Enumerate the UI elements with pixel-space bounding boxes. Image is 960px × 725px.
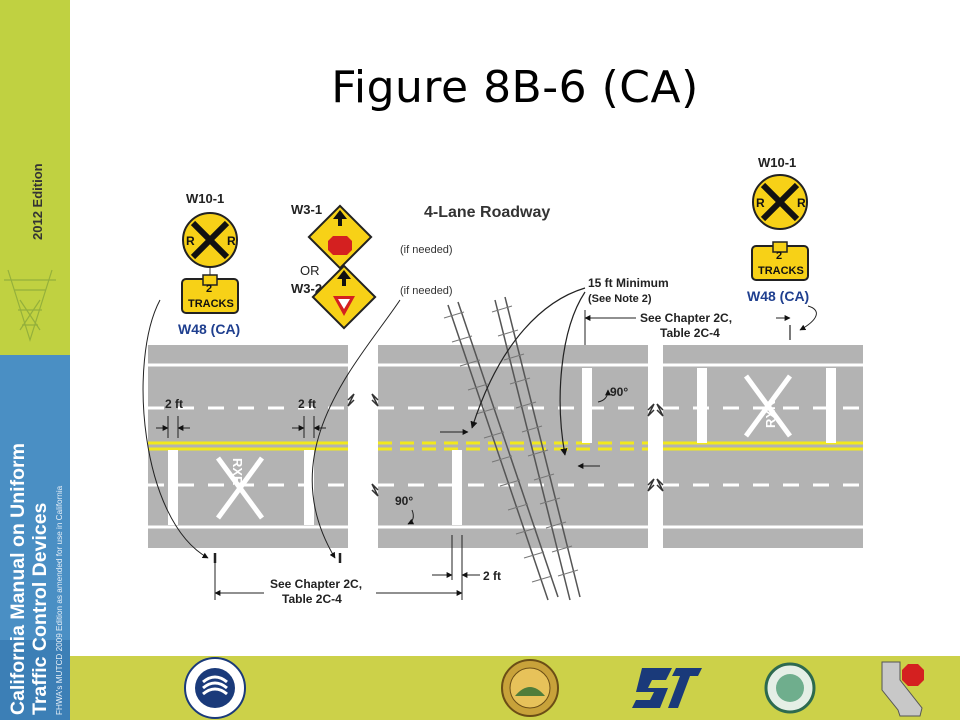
break-marks: [347, 393, 664, 497]
edition-label: 2012 Edition: [30, 163, 45, 240]
crossing-diagram: RXR: [142, 155, 863, 608]
svg-text:W10-1: W10-1: [186, 191, 224, 206]
diagram-heading: 4-Lane Roadway: [424, 204, 550, 221]
callout-chapter-bottom: See Chapter 2C, Table 2C-4: [142, 299, 463, 608]
svg-text:TRACKS: TRACKS: [758, 265, 804, 277]
roadway-middle: [378, 296, 648, 601]
footer-graphic: [70, 656, 960, 720]
svg-text:2 ft: 2 ft: [483, 569, 501, 583]
tower-graphic: [4, 269, 56, 343]
svg-text:90°: 90°: [395, 494, 413, 508]
sidebar-graphic: 2012 Edition California Manual on Unifor…: [0, 0, 70, 720]
svg-text:W48 (CA): W48 (CA): [747, 288, 809, 304]
sidebar: 2012 Edition California Manual on Unifor…: [0, 0, 70, 720]
california-stop-sign-icon: [881, 661, 924, 717]
pavement-marking-rxr-left: RXR: [230, 458, 245, 486]
sign-w10-1-right: W10-1 R R 2 TRACKS W48 (CA): [747, 155, 809, 304]
svg-text:15 ft Minimum: 15 ft Minimum: [588, 276, 669, 290]
svg-text:R: R: [227, 234, 236, 248]
regional-seal-icon: [764, 662, 816, 714]
svg-text:OR: OR: [300, 263, 320, 278]
svg-text:W48 (CA): W48 (CA): [178, 321, 240, 337]
callout-minimum: 15 ft Minimum (See Note 2): [470, 276, 669, 456]
svg-text:2 ft: 2 ft: [298, 397, 316, 411]
svg-text:W3-1: W3-1: [291, 202, 322, 217]
svg-text:2: 2: [776, 250, 782, 262]
manual-title-line2: Traffic Control Devices: [29, 502, 51, 715]
manual-title-line1: California Manual on Uniform: [7, 443, 29, 715]
usdot-seal-icon: [184, 657, 246, 719]
svg-text:W3-2: W3-2: [291, 281, 322, 296]
svg-text:TRACKS: TRACKS: [188, 298, 234, 310]
svg-text:R: R: [797, 196, 806, 210]
svg-text:(if needed): (if needed): [400, 244, 453, 256]
california-state-seal-icon: [501, 659, 559, 717]
slide-title: Figure 8B-6 (CA): [331, 62, 699, 113]
sign-w10-1-left: W10-1 R R 2 TRACKS W48 (CA): [178, 191, 240, 337]
svg-text:2 ft: 2 ft: [165, 397, 183, 411]
dimension-labels: 2 ft 2 ft 2 ft 90° 90°: [156, 385, 628, 583]
roadway-left: RXR: [148, 345, 348, 548]
callout-chapter-top: See Chapter 2C, Table 2C-4: [584, 305, 817, 345]
pavement-marking-rxr-right: RXR: [763, 400, 778, 428]
svg-text:See Chapter 2C,: See Chapter 2C,: [270, 577, 362, 591]
svg-text:Table 2C-4: Table 2C-4: [282, 592, 342, 606]
sign-w3-2: (if needed): [311, 264, 453, 330]
svg-text:See Chapter 2C,: See Chapter 2C,: [640, 311, 732, 325]
sign-w3-1: W3-1 (if needed) OR W3-2: [291, 202, 453, 296]
svg-text:W10-1: W10-1: [758, 155, 796, 170]
manual-subtitle: FHWA's MUTCD 2009 Edition as amended for…: [55, 485, 64, 715]
svg-text:R: R: [186, 234, 195, 248]
svg-text:R: R: [756, 196, 765, 210]
caltrans-logo-icon: [632, 668, 702, 708]
svg-text:(if needed): (if needed): [400, 285, 453, 297]
footer-logo-bar: [70, 656, 960, 720]
svg-text:90°: 90°: [610, 385, 628, 399]
roadway-right: RXR: [663, 345, 863, 548]
svg-text:(See Note 2): (See Note 2): [588, 293, 652, 305]
svg-text:Table 2C-4: Table 2C-4: [660, 326, 720, 340]
svg-text:2: 2: [206, 283, 212, 295]
